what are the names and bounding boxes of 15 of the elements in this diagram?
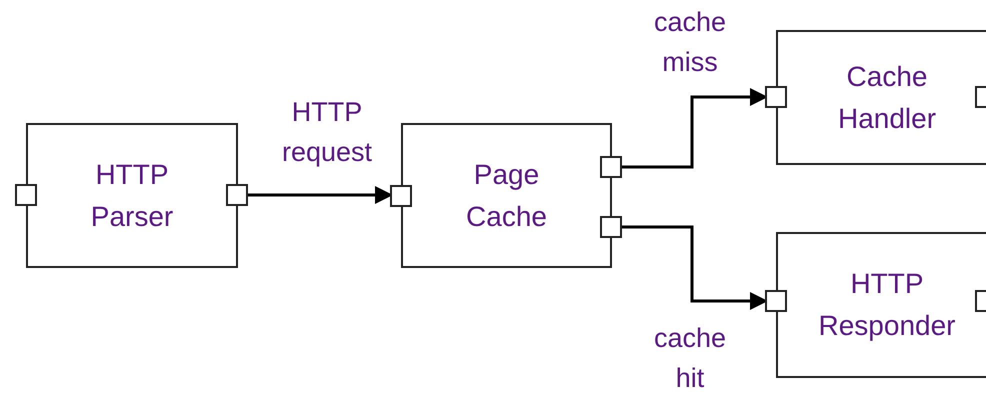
- component-label: HTTP Parser: [90, 158, 174, 234]
- port-square: [15, 184, 37, 206]
- port-square: [226, 184, 248, 206]
- component-label: Page Cache: [465, 158, 548, 234]
- port-square: [765, 86, 787, 108]
- component-label: Cache Handler: [836, 60, 938, 136]
- port-square: [390, 185, 412, 207]
- component-box: [776, 30, 986, 165]
- port-square: [600, 216, 622, 238]
- component-box: [26, 123, 238, 268]
- component-label: HTTP Responder: [818, 267, 956, 343]
- port-square: [600, 156, 622, 178]
- component-box: [401, 123, 612, 268]
- port-square: [765, 290, 787, 312]
- component-box: [776, 232, 986, 378]
